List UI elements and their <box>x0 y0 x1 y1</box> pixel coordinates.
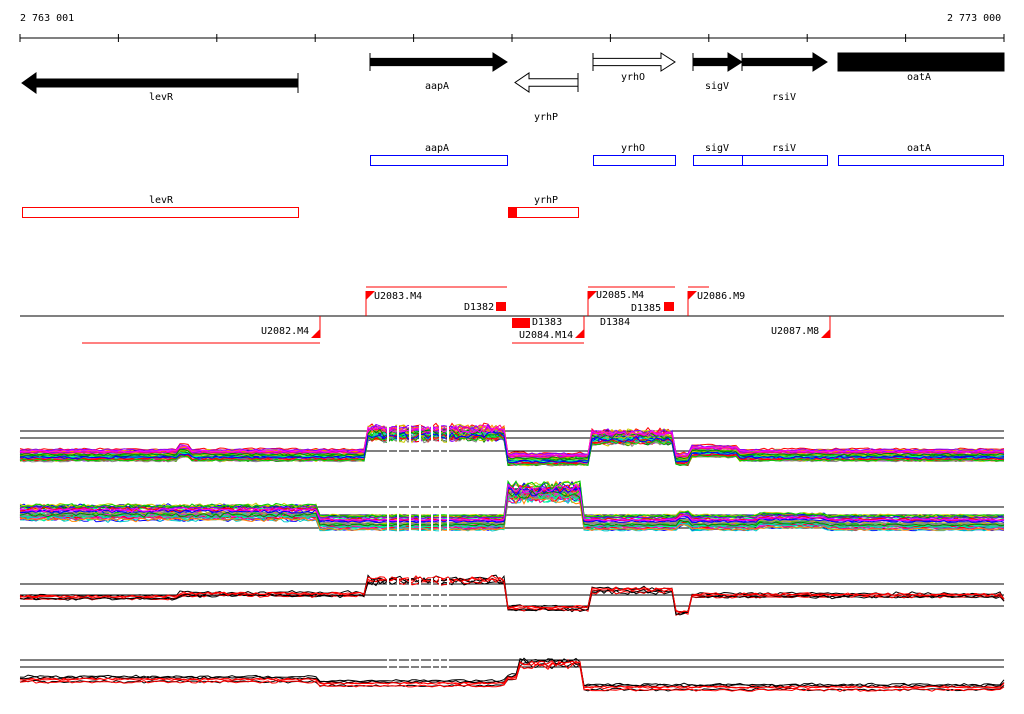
gene-arrow-yrhO <box>592 52 676 72</box>
fwd-box-label-sigV: sigV <box>705 143 730 154</box>
forward-box-sigV <box>693 155 743 166</box>
panel2-profile-line <box>19 490 1005 527</box>
reverse-box-fill <box>508 207 517 218</box>
feature-D1383-mark <box>512 318 530 328</box>
rev-box-label-yrhP: yrhP <box>534 195 559 206</box>
panel4-profile-line <box>19 660 1005 690</box>
feature-label-D1382[interactable]: D1382 <box>464 302 495 313</box>
reverse-box-levR <box>22 207 299 218</box>
feature-flag <box>588 291 597 300</box>
gene-label-sigV[interactable]: sigV <box>705 81 730 92</box>
panel3-profile-line <box>19 577 1005 616</box>
reverse-box-yrhP <box>508 207 579 218</box>
forward-box-oatA <box>838 155 1004 166</box>
panel3-profile-line <box>19 574 1005 613</box>
gene-arrow-levR <box>21 72 299 94</box>
fwd-box-label-oatA: oatA <box>907 143 932 154</box>
fwd-box-label-yrhO: yrhO <box>621 143 646 154</box>
panel4-profile-line <box>19 658 1005 688</box>
feature-label-U2087[interactable]: U2087.M8 <box>771 326 820 337</box>
panel1-profile-line <box>19 428 1005 460</box>
panel2-profile-line <box>19 494 1005 532</box>
feature-flag <box>311 329 320 338</box>
feature-label-U2082[interactable]: U2082.M4 <box>261 326 310 337</box>
feature-label-U2084[interactable]: U2084.M14 <box>519 330 574 341</box>
gene-label-aapA[interactable]: aapA <box>425 81 450 92</box>
feature-label-D1384[interactable]: D1384 <box>600 317 631 328</box>
panel2-profile-line <box>19 483 1005 522</box>
gene-label-oatA[interactable]: oatA <box>907 72 932 83</box>
feature-label-U2085[interactable]: U2085.M4 <box>596 290 645 301</box>
panel1-profile-line <box>19 431 1005 464</box>
feature-label-U2083[interactable]: U2083.M4 <box>374 291 423 302</box>
gene-label-yrhO[interactable]: yrhO <box>621 72 646 83</box>
panel1-profile-line <box>19 430 1005 463</box>
gene-label-levR[interactable]: levR <box>149 92 174 103</box>
feature-flag <box>575 329 584 338</box>
panel2-profile-line <box>19 493 1005 531</box>
ruler-end-label: 2 773 000 <box>947 13 1002 24</box>
fwd-box-label-aapA: aapA <box>425 143 450 154</box>
feature-label-U2086[interactable]: U2086.M9 <box>697 291 746 302</box>
feature-label-D1385[interactable]: D1385 <box>631 303 662 314</box>
gene-arrow-rsiV <box>741 52 828 72</box>
panel2-profile-line <box>19 490 1005 528</box>
forward-box-rsiV <box>742 155 828 166</box>
panel3-profile-line <box>19 576 1005 614</box>
feature-flag <box>366 291 375 300</box>
gene-arrow-aapA <box>369 52 508 72</box>
fwd-box-label-rsiV: rsiV <box>772 143 797 154</box>
gene-label-rsiV[interactable]: rsiV <box>772 92 797 103</box>
panel2-profile-line <box>19 486 1005 524</box>
panel1-profile-line <box>19 424 1005 457</box>
feature-D1385-mark <box>664 302 674 311</box>
feature-flag <box>688 291 697 300</box>
forward-box-aapA <box>370 155 508 166</box>
gene-arrow-yrhP <box>514 72 579 93</box>
feature-label-D1383[interactable]: D1383 <box>532 317 563 328</box>
feature-D1382-mark <box>496 302 506 311</box>
gene-arrow-sigV <box>692 52 743 72</box>
ruler-start-label: 2 763 001 <box>20 13 75 24</box>
feature-flag <box>821 329 830 338</box>
gene-arrow-oatA <box>837 52 1005 72</box>
forward-box-yrhO <box>593 155 676 166</box>
gene-label-yrhP[interactable]: yrhP <box>534 112 559 123</box>
rev-box-label-levR: levR <box>149 195 174 206</box>
panel4-profile-line <box>19 662 1005 692</box>
